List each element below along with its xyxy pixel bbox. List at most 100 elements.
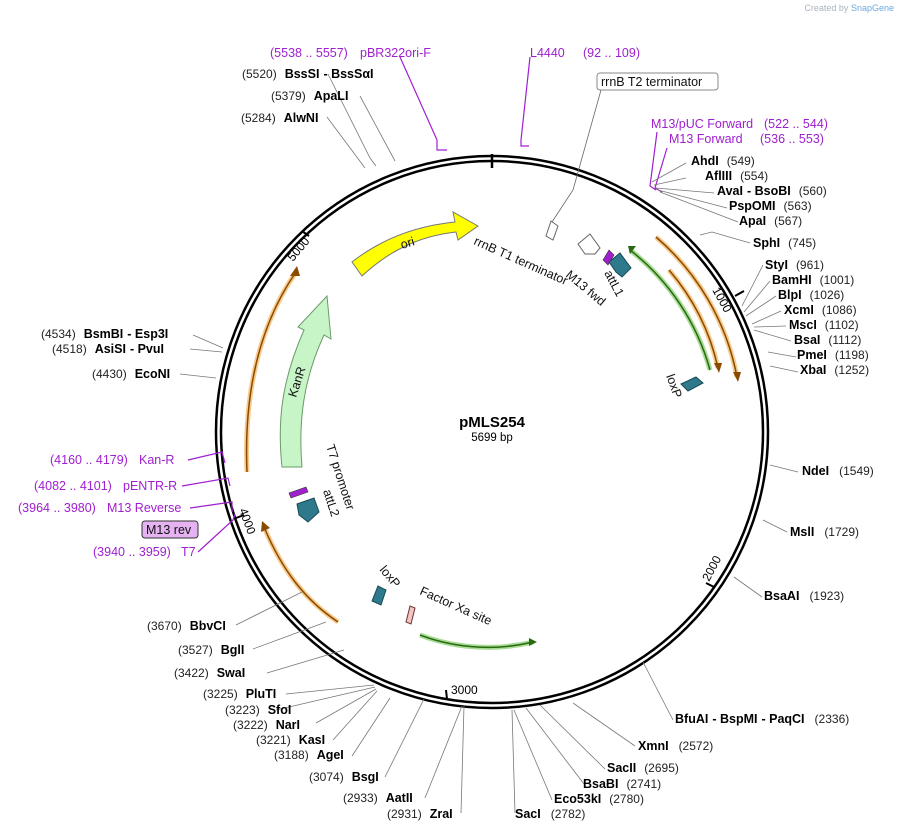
tick-mark-4000 (235, 514, 245, 519)
enzyme-bfuai: BfuAI- BspMI- PaqCI(2336) (675, 712, 849, 726)
enzyme-sphi: SphI(745) (753, 236, 816, 250)
tick-mark-2000 (705, 582, 715, 588)
enzyme-bsaai: BsaAI(1923) (764, 589, 844, 603)
enzyme-afliii: AflIII(554) (705, 169, 768, 183)
primer-m13puc-name: M13/pUC Forward (651, 117, 753, 131)
enzyme-nari: (3222)NarI (233, 718, 300, 732)
enzyme-sacii: SacII(2695) (607, 761, 679, 775)
orange-arrow-head-4 (261, 521, 270, 532)
enzyme-leaders (179, 73, 799, 814)
plasmid-length: 5699 bp (471, 432, 513, 444)
enzyme-bsai: BsaI(1112) (794, 333, 861, 347)
enzyme-bsgi: (3074)BsgI (309, 770, 379, 784)
enzyme-xbai: XbaI(1252) (800, 363, 869, 377)
attl2-marker (296, 497, 320, 523)
rrnb-t1-marker (545, 220, 559, 241)
enzyme-pspomi: PspOMI(563) (729, 199, 812, 213)
green-arrow-bottom-core (419, 634, 534, 649)
m13-rev-label: M13 rev (146, 523, 192, 537)
rrnb-t1-label: rrnB T1 terminator (472, 234, 570, 288)
m13-rev-box (141, 520, 199, 539)
primer-pbr322ori-range: (5538 .. 5557) (270, 46, 348, 60)
primer-m13rev-range: (3964 .. 3980) (18, 501, 96, 515)
orange-arrow-head-1 (733, 372, 741, 382)
enzyme-agei: (3188)AgeI (274, 748, 344, 762)
tick-mark-3000 (445, 689, 448, 700)
enzyme-blpi: BlpI(1026) (778, 288, 844, 302)
enzyme-pmei: PmeI(1198) (797, 348, 869, 362)
tick-mark-1000 (734, 290, 745, 297)
ori-label: ori (399, 234, 416, 251)
enzyme-econi: (4430)EcoNI (92, 367, 170, 381)
enzyme-aatii: (2933)AatII (343, 791, 413, 805)
m13-fwd-marker (602, 249, 615, 266)
loxp-right-marker (680, 376, 704, 392)
enzyme-alwni: (5284)AlwNI (241, 111, 318, 125)
primer-t7-name: T7 (181, 545, 196, 559)
enzyme-ahdi: AhdI(549) (691, 154, 755, 168)
enzyme-msci: MscI(1102) (789, 318, 859, 332)
factor-xa-marker (405, 605, 416, 625)
tick-label-5000: 5000 (285, 234, 313, 264)
enzyme-xmni: XmnI(2572) (638, 739, 713, 753)
tick-mark-5000 (301, 230, 310, 237)
loxp-bottom-marker (371, 585, 387, 606)
primer-m13rev-name: M13 Reverse (107, 501, 181, 515)
snapgene-credit: Created by SnapGene (804, 3, 894, 13)
enzyme-pluti: (3225)PluTI (203, 687, 276, 701)
enzyme-apali: (5379)ApaLI (271, 89, 348, 103)
loxp-right-label: loxP (663, 372, 684, 400)
enzyme-bgli: (3527)BglI (178, 643, 244, 657)
plasmid-name: pMLS254 (459, 414, 526, 431)
kanr-feature-arrow (279, 294, 332, 468)
enzyme-sfoi: (3223)SfoI (225, 703, 291, 717)
primer-m13fwd-name: M13 Forward (669, 132, 743, 146)
enzyme-bsabi: BsaBI(2741) (583, 777, 661, 791)
orange-arrow-right-inner (667, 268, 721, 369)
enzyme-kasi: (3221)KasI (256, 733, 325, 747)
enzyme-styi: StyI(961) (765, 258, 824, 272)
credit-prefix: Created by (804, 3, 849, 13)
orange-arrow-head-2 (714, 363, 722, 373)
green-arrow-right-core (629, 249, 711, 371)
enzyme-asisi: (4518)AsiSI- PvuI (52, 342, 164, 356)
primer-pentr-name: pENTR-R (123, 479, 177, 493)
attl1-marker (608, 252, 632, 278)
rrnb-t2-box (596, 72, 719, 91)
orange-arrow-left-upper-core (245, 271, 297, 473)
primer-l4440-name: L4440 (530, 46, 565, 60)
orange-arrow-head-3 (290, 266, 300, 276)
t7-promoter-marker (288, 486, 309, 499)
enzyme-swai: (3422)SwaI (174, 666, 245, 680)
ori-feature-arrow (351, 211, 479, 277)
primer-pentr-range: (4082 .. 4101) (34, 479, 112, 493)
orange-arrow-left-lower (261, 526, 340, 625)
orange-arrow-right-inner-core (668, 269, 719, 369)
tick-label-3000: 3000 (451, 683, 478, 697)
factor-xa-label: Factor Xa site (418, 584, 494, 628)
primer-m13fwd-range: (536 .. 553) (760, 132, 824, 146)
enzyme-msli: MslI(1729) (790, 525, 859, 539)
rrnb-t2-leader (551, 89, 602, 223)
green-arrow-head-bottom (529, 638, 537, 646)
enzyme-bsssi: (5520)BssSI- BssSαI (242, 67, 374, 81)
orange-arrow-left-lower-core (263, 526, 339, 623)
primer-kanr-name: Kan-R (139, 453, 174, 467)
primer-l4440-range: (92 .. 109) (583, 46, 640, 60)
loxp-bottom-label: loxP (377, 563, 403, 591)
primer-kanr-range: (4160 .. 4179) (50, 453, 128, 467)
enzyme-xcmi: XcmI(1086) (784, 303, 857, 317)
enzyme-bbvci: (3670)BbvCI (147, 619, 226, 633)
enzyme-eco53ki: Eco53kI(2780) (554, 792, 644, 806)
green-arrow-head-right (628, 246, 636, 254)
enzyme-bamhi: BamHI(1001) (772, 273, 854, 287)
rrnb-t1-arrow (577, 233, 601, 255)
primer-t7-range: (3940 .. 3959) (93, 545, 171, 559)
orange-arrow-right-outer-core (655, 236, 738, 378)
primer-m13puc-range: (522 .. 544) (764, 117, 828, 131)
snapgene-logo: SnapGene (850, 3, 894, 13)
primer-leaders (181, 56, 668, 553)
enzyme-zrai: (2931)ZraI (387, 807, 453, 821)
enzyme-bsmbi: (4534)BsmBI- Esp3I (41, 327, 168, 341)
